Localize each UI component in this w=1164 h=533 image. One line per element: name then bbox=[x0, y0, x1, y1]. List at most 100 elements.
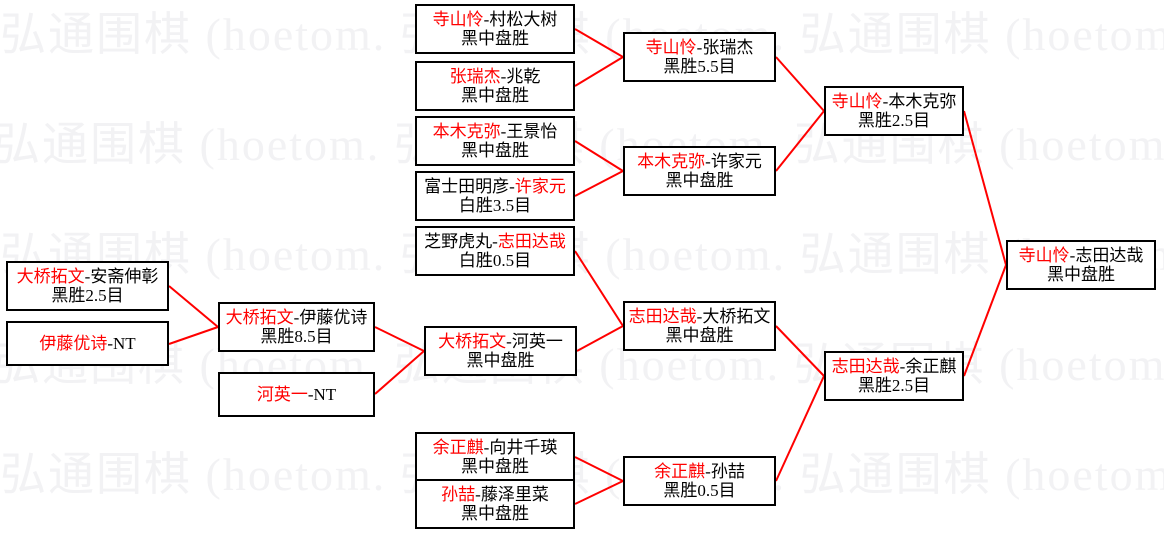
match-result: 黑中盘胜 bbox=[461, 29, 529, 48]
player-winner: 寺山怜 bbox=[645, 37, 697, 57]
player-winner: 大桥拓文 bbox=[438, 331, 507, 351]
player-loser: 芝野虎丸 bbox=[424, 231, 493, 251]
match-box[interactable]: 寺山怜-村松大树黑中盘胜 bbox=[415, 4, 575, 54]
c-l2m1-to-r2m3 bbox=[374, 326, 425, 352]
pairing-separator: - bbox=[84, 266, 91, 286]
pairing-separator: - bbox=[483, 9, 490, 29]
match-box[interactable]: 余正麒-向井千瑛黑中盘胜 bbox=[415, 432, 575, 482]
watermark-text: 弘通围棋 (hoetom. 弘通围棋 (hoetom. 弘通围棋 (hoetom… bbox=[0, 119, 1164, 170]
match-pairing: 本木克弥-王景怡 bbox=[433, 122, 558, 141]
match-box[interactable]: 寺山怜-志田达哉黑中盘胜 bbox=[1006, 240, 1156, 290]
match-result: 黑胜8.5目 bbox=[260, 327, 333, 346]
player-winner: 寺山怜 bbox=[1018, 245, 1070, 265]
c-l2m2-to-r2m3 bbox=[374, 350, 425, 395]
match-box[interactable]: 志田达哉-大桥拓文黑中盘胜 bbox=[623, 301, 776, 351]
match-pairing: 孙喆-藤泽里菜 bbox=[441, 485, 549, 504]
player-winner: 余正麒 bbox=[432, 437, 484, 457]
match-box[interactable]: 志田达哉-余正麒黑胜2.5目 bbox=[824, 351, 964, 401]
player-winner: 张瑞杰 bbox=[449, 66, 501, 86]
player-loser: NT bbox=[113, 333, 136, 353]
player-loser: 村松大树 bbox=[489, 9, 558, 29]
match-pairing: 大桥拓文-河英一 bbox=[438, 332, 563, 351]
match-box[interactable]: 大桥拓文-伊藤优诗黑胜8.5目 bbox=[218, 302, 375, 352]
match-box[interactable]: 本木克弥-王景怡黑中盘胜 bbox=[415, 116, 575, 166]
pairing-separator: - bbox=[500, 66, 507, 86]
match-pairing: 大桥拓文-伊藤优诗 bbox=[226, 308, 368, 327]
match-box[interactable]: 富士田明彦-许家元白胜3.5目 bbox=[415, 171, 575, 221]
match-pairing: 寺山怜-志田达哉 bbox=[1019, 246, 1144, 265]
c-r1m1-to-r2m1 bbox=[574, 28, 624, 58]
c-r2m3-to-r2m4 bbox=[576, 325, 624, 352]
match-pairing: 张瑞杰-兆乾 bbox=[450, 67, 541, 86]
player-loser: 藤泽里菜 bbox=[480, 484, 549, 504]
pairing-separator: - bbox=[293, 307, 300, 327]
match-pairing: 寺山怜-张瑞杰 bbox=[646, 38, 754, 57]
c-r1m5-to-r2m4 bbox=[574, 250, 624, 327]
match-result: 黑中盘胜 bbox=[1047, 265, 1115, 284]
match-box[interactable]: 余正麒-孙喆黑胜0.5目 bbox=[623, 456, 776, 506]
watermark-text: 弘通围棋 (hoetom. 弘通围棋 (hoetom. 弘通围棋 (hoetom… bbox=[0, 449, 1164, 500]
match-box[interactable]: 河英一-NT bbox=[218, 372, 375, 417]
match-box[interactable]: 大桥拓文-安斋伸彰黑胜2.5目 bbox=[6, 261, 169, 311]
player-loser: NT bbox=[313, 384, 337, 404]
match-box[interactable]: 芝野虎丸-志田达哉白胜0.5目 bbox=[415, 226, 575, 276]
watermark-text: 弘通围棋 (hoetom. 弘通围棋 (hoetom. 弘通围棋 (hoetom… bbox=[0, 229, 1164, 280]
pairing-separator: - bbox=[705, 461, 711, 481]
player-winner: 本木克弥 bbox=[637, 151, 706, 171]
c-l1m1-to-l2m1 bbox=[168, 285, 219, 328]
player-loser: 向井千瑛 bbox=[489, 437, 558, 457]
player-loser: 王景怡 bbox=[506, 121, 558, 141]
match-box[interactable]: 大桥拓文-河英一黑中盘胜 bbox=[424, 326, 577, 376]
pairing-separator: - bbox=[500, 121, 507, 141]
player-loser: 孙喆 bbox=[710, 461, 745, 481]
watermark-text: 弘通围棋 (hoetom. 弘通围棋 (hoetom. 弘通围棋 (hoetom… bbox=[0, 9, 1164, 60]
c-r1m2-to-r2m1 bbox=[574, 56, 624, 87]
match-box[interactable]: 寺山怜-本木克弥黑胜2.5目 bbox=[824, 86, 964, 136]
player-loser: 大桥拓文 bbox=[702, 306, 771, 326]
match-result: 黑胜0.5目 bbox=[663, 481, 736, 500]
pairing-separator: - bbox=[492, 231, 498, 251]
player-loser: 富士田明彦 bbox=[424, 176, 510, 196]
player-loser: 伊藤优诗 bbox=[299, 307, 368, 327]
match-pairing: 本木克弥-许家元 bbox=[637, 152, 762, 171]
player-winner: 孙喆 bbox=[441, 484, 476, 504]
player-winner: 本木克弥 bbox=[432, 121, 501, 141]
match-result: 黑胜2.5目 bbox=[51, 286, 124, 305]
match-result: 黑中盘胜 bbox=[461, 504, 529, 523]
match-result: 黑中盘胜 bbox=[466, 351, 535, 370]
match-box[interactable]: 伊藤优诗-NT bbox=[6, 321, 169, 366]
c-r1m4-to-r2m2 bbox=[574, 170, 624, 197]
player-winner: 河英一 bbox=[256, 384, 308, 404]
player-loser: 许家元 bbox=[710, 151, 762, 171]
match-pairing: 余正麒-孙喆 bbox=[654, 462, 745, 481]
match-pairing: 伊藤优诗-NT bbox=[39, 334, 135, 353]
player-winner: 许家元 bbox=[514, 176, 566, 196]
match-pairing: 寺山怜-本木克弥 bbox=[832, 92, 957, 111]
c-r1m6-to-r2m5 bbox=[574, 456, 624, 482]
player-winner: 大桥拓文 bbox=[225, 307, 294, 327]
match-result: 黑胜5.5目 bbox=[663, 57, 736, 76]
pairing-separator: - bbox=[1069, 245, 1076, 265]
player-winner: 寺山怜 bbox=[831, 91, 883, 111]
player-loser: 安斋伸彰 bbox=[90, 266, 159, 286]
c-l1m2-to-l2m1 bbox=[168, 326, 219, 345]
match-pairing: 河英一-NT bbox=[257, 385, 336, 404]
match-result: 白胜0.5目 bbox=[458, 251, 532, 270]
match-result: 黑胜2.5目 bbox=[857, 111, 931, 130]
pairing-separator: - bbox=[899, 356, 906, 376]
match-pairing: 志田达哉-余正麒 bbox=[832, 357, 957, 376]
match-result: 黑中盘胜 bbox=[665, 326, 734, 345]
match-box[interactable]: 孙喆-藤泽里菜黑中盘胜 bbox=[415, 479, 575, 529]
match-box[interactable]: 寺山怜-张瑞杰黑胜5.5目 bbox=[623, 32, 776, 82]
match-box[interactable]: 本木克弥-许家元黑中盘胜 bbox=[623, 146, 776, 196]
c-r2m1-to-sfm1 bbox=[775, 56, 825, 112]
player-loser: 志田达哉 bbox=[1075, 245, 1144, 265]
pairing-separator: - bbox=[506, 331, 512, 351]
c-r2m4-to-sfm2 bbox=[775, 325, 825, 377]
player-loser: 河英一 bbox=[511, 331, 563, 351]
match-box[interactable]: 张瑞杰-兆乾黑中盘胜 bbox=[415, 61, 575, 111]
match-pairing: 余正麒-向井千瑛 bbox=[433, 438, 558, 457]
player-winner: 伊藤优诗 bbox=[39, 333, 108, 353]
c-sfm2-to-fm1 bbox=[963, 264, 1007, 377]
